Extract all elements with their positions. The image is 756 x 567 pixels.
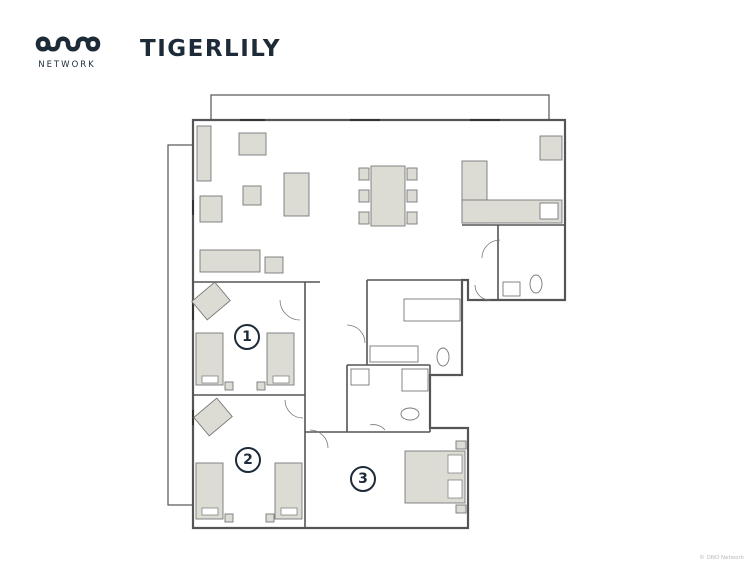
tv-unit [196, 125, 212, 182]
dining-chair [358, 167, 370, 181]
ono-logo-icon [35, 36, 101, 52]
dining-chair [406, 189, 418, 203]
nightstand [455, 504, 467, 514]
wc-sink [502, 281, 521, 297]
armchair [238, 132, 267, 156]
double-sink [369, 345, 419, 363]
dining-chair [358, 211, 370, 225]
sink [539, 202, 559, 220]
dining-chair [406, 211, 418, 225]
dining-table [370, 165, 406, 227]
ensuite-toilet [400, 407, 420, 421]
top-balcony [210, 94, 550, 121]
fridge [539, 135, 563, 161]
sofa [199, 249, 261, 273]
left-balcony [167, 144, 194, 506]
dining-chair [358, 189, 370, 203]
kitchen-counter [461, 199, 563, 224]
armchair [191, 281, 231, 321]
sofa [283, 172, 310, 217]
interior-walls [193, 224, 565, 528]
brand-network-label: NETWORK [38, 60, 96, 70]
side-table [264, 256, 284, 274]
armchair [199, 195, 223, 223]
bathroom-toilet [436, 347, 450, 367]
nightstand [224, 513, 234, 523]
armchair [193, 397, 233, 437]
room-number-1: 1 [234, 324, 260, 350]
copyright-text: © ONO Network [699, 555, 744, 561]
room-number-2: 2 [235, 447, 261, 473]
ensuite-sink [350, 368, 370, 386]
property-title: TIGERLILY [140, 36, 281, 62]
coffee-table [242, 185, 262, 206]
nightstand [224, 381, 234, 391]
nightstand [256, 381, 266, 391]
dining-chair [406, 167, 418, 181]
nightstand [265, 513, 275, 523]
ensuite-shower [401, 368, 429, 392]
nightstand [455, 440, 467, 450]
room-number-3: 3 [350, 466, 376, 492]
bathtub [403, 298, 461, 322]
wc-toilet [529, 274, 543, 294]
